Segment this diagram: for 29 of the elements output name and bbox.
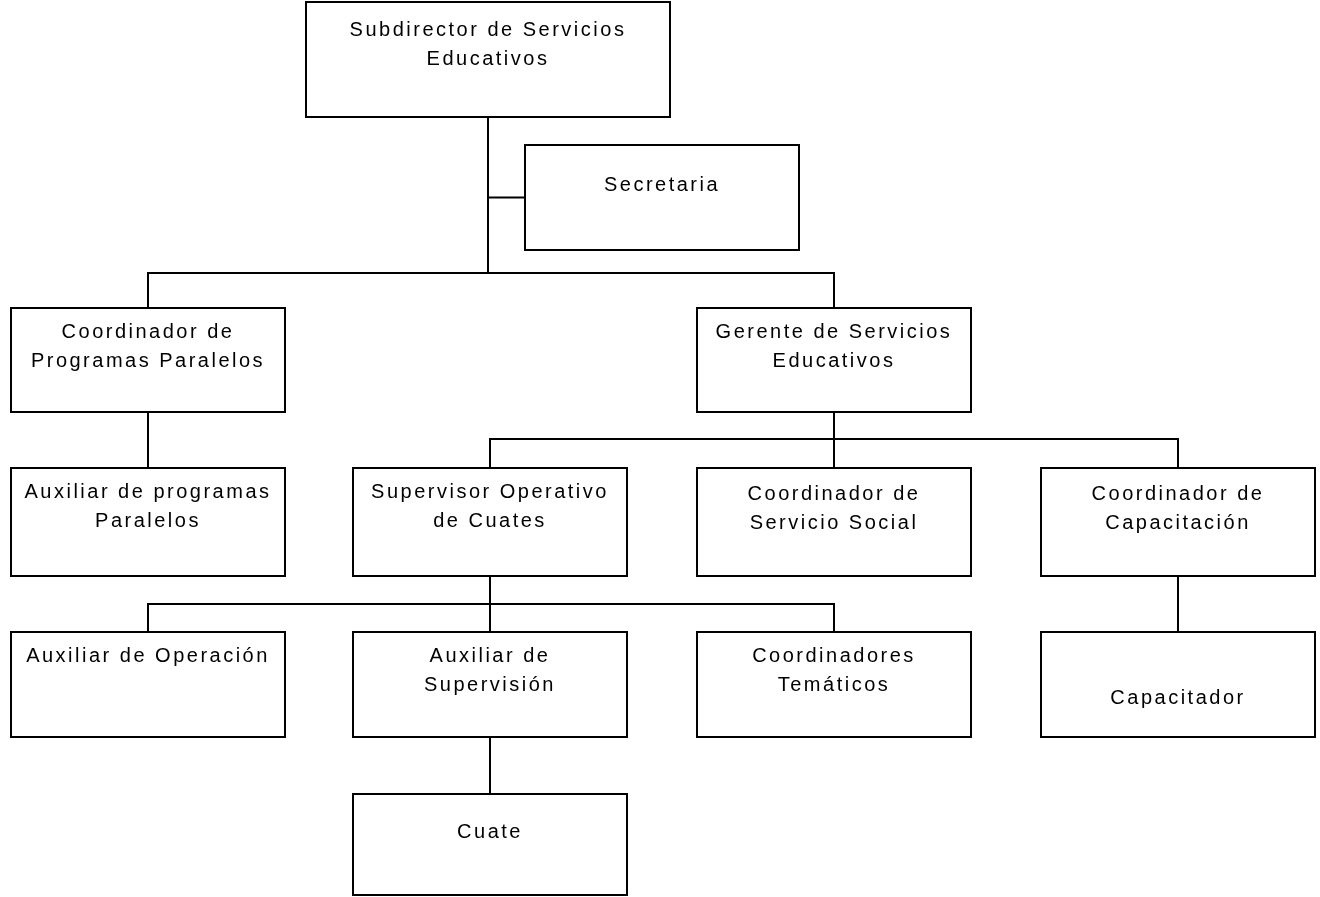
position-title: Auxiliar de Operación	[26, 644, 270, 666]
position-title: Auxiliar de Supervisión	[424, 644, 556, 695]
position-box	[10, 467, 286, 577]
position-title: Coordinador de Servicio Social	[747, 482, 921, 533]
position-box	[1040, 467, 1316, 577]
position-title: Supervisor Operativo de Cuates	[371, 480, 609, 531]
position-title: Secretaria	[603, 173, 721, 195]
position-title: Gerente de Servicios Educativos	[715, 320, 953, 371]
position-box	[10, 307, 286, 413]
position-box	[1040, 631, 1316, 738]
position-box	[352, 631, 628, 738]
position-box	[352, 467, 628, 577]
connector-line	[147, 412, 149, 468]
position-title: Coordinador de Capacitación	[1091, 482, 1265, 533]
position-title: Subdirector de Servicios Educativos	[349, 18, 627, 69]
position-box	[524, 144, 800, 251]
position-box	[696, 631, 972, 738]
position-title: Coordinadores Temáticos	[752, 644, 916, 695]
position-title: Coordinador de Programas Paralelos	[30, 320, 266, 371]
connector-line	[1177, 576, 1179, 632]
position-title: Cuate	[457, 820, 523, 842]
position-box	[305, 1, 671, 118]
position-title: Auxiliar de programas Paralelos	[24, 480, 272, 531]
connector-line	[489, 737, 491, 794]
position-title: Capacitador	[1110, 686, 1246, 708]
position-box	[696, 307, 972, 413]
position-box	[10, 631, 286, 738]
position-box	[352, 793, 628, 896]
position-box	[696, 467, 972, 577]
